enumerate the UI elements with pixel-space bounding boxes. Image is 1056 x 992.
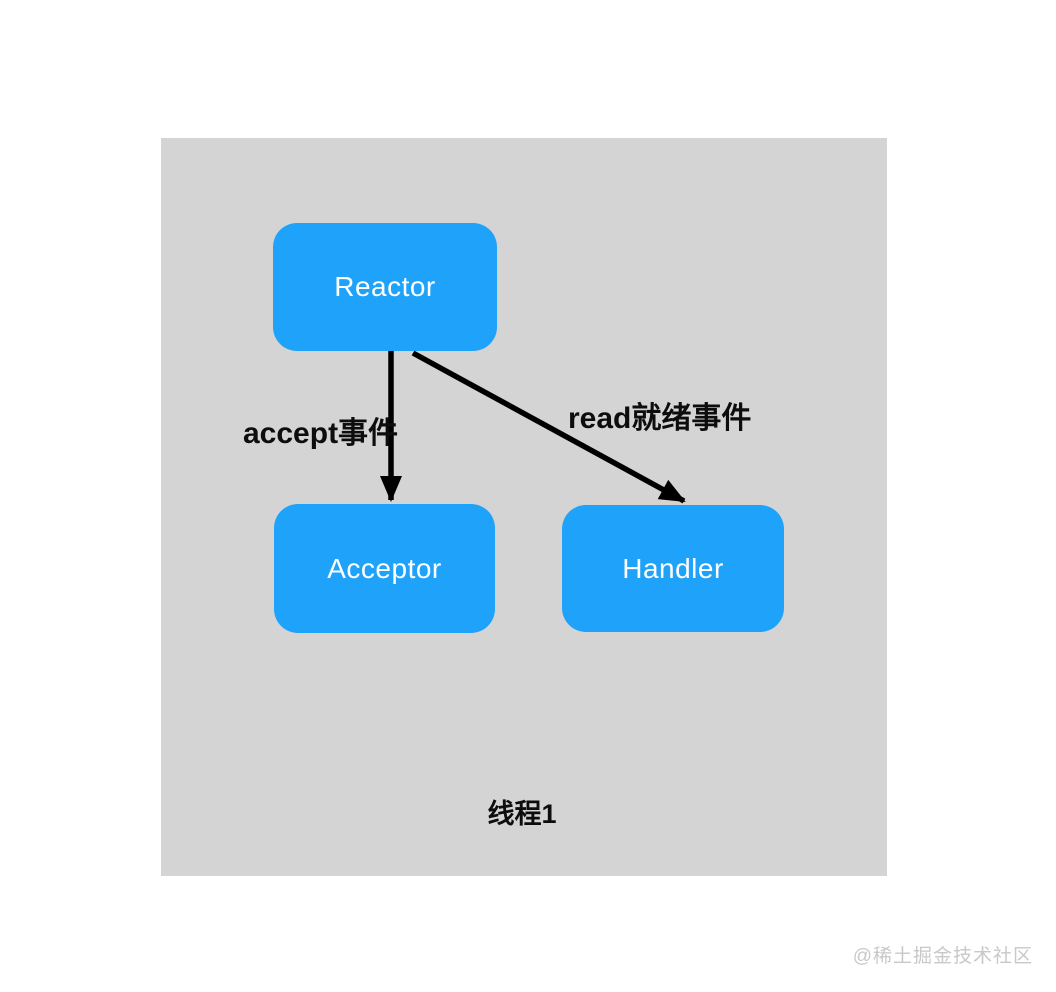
node-reactor-label: Reactor <box>334 271 436 302</box>
node-reactor: Reactor <box>273 223 497 351</box>
thread-caption: 线程1 <box>487 799 557 829</box>
node-acceptor: Acceptor <box>274 504 495 633</box>
diagram-panel <box>161 138 887 876</box>
node-handler-label: Handler <box>622 552 724 584</box>
edge-label-read-ready-event: read就绪事件 <box>568 402 752 435</box>
node-handler: Handler <box>562 505 784 632</box>
node-acceptor-label: Acceptor <box>327 552 442 584</box>
watermark: @稀土掘金技术社区 <box>852 946 1033 967</box>
edge-label-accept-event: accept事件 <box>243 417 399 450</box>
